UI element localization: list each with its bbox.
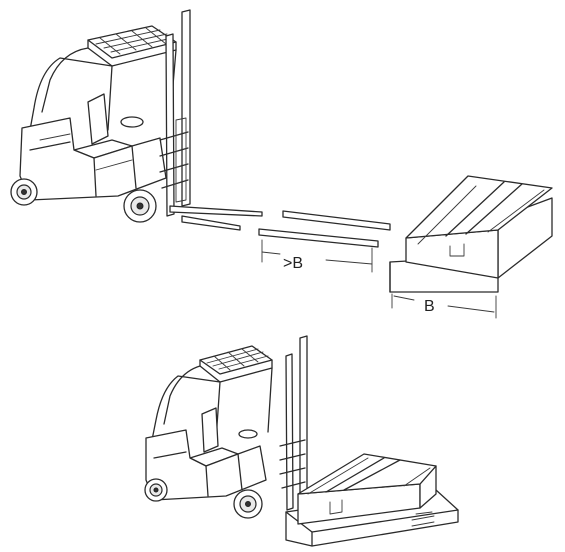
load-bottom [285,453,459,547]
overhead-guard-top [87,25,177,67]
seat-back [87,93,109,145]
overhead-guard-bottom [199,345,273,383]
load-width-dimension: B [391,293,497,319]
forks-attached [169,205,263,231]
steering-wheel [120,116,144,128]
load-top [389,175,553,293]
forklift-top [10,9,263,231]
fork-length-label: >B [283,255,303,272]
extended-forks [258,210,391,248]
rear-wheel-bottom [144,478,168,502]
mast [159,9,191,217]
mast-bottom [279,335,308,511]
rear-wheel [10,178,38,206]
front-wheel [123,189,157,223]
load-width-label: B [424,298,435,315]
forklift-bottom [144,335,308,519]
front-wheel-bottom [233,489,263,519]
fork-length-dimension: >B [261,239,373,273]
